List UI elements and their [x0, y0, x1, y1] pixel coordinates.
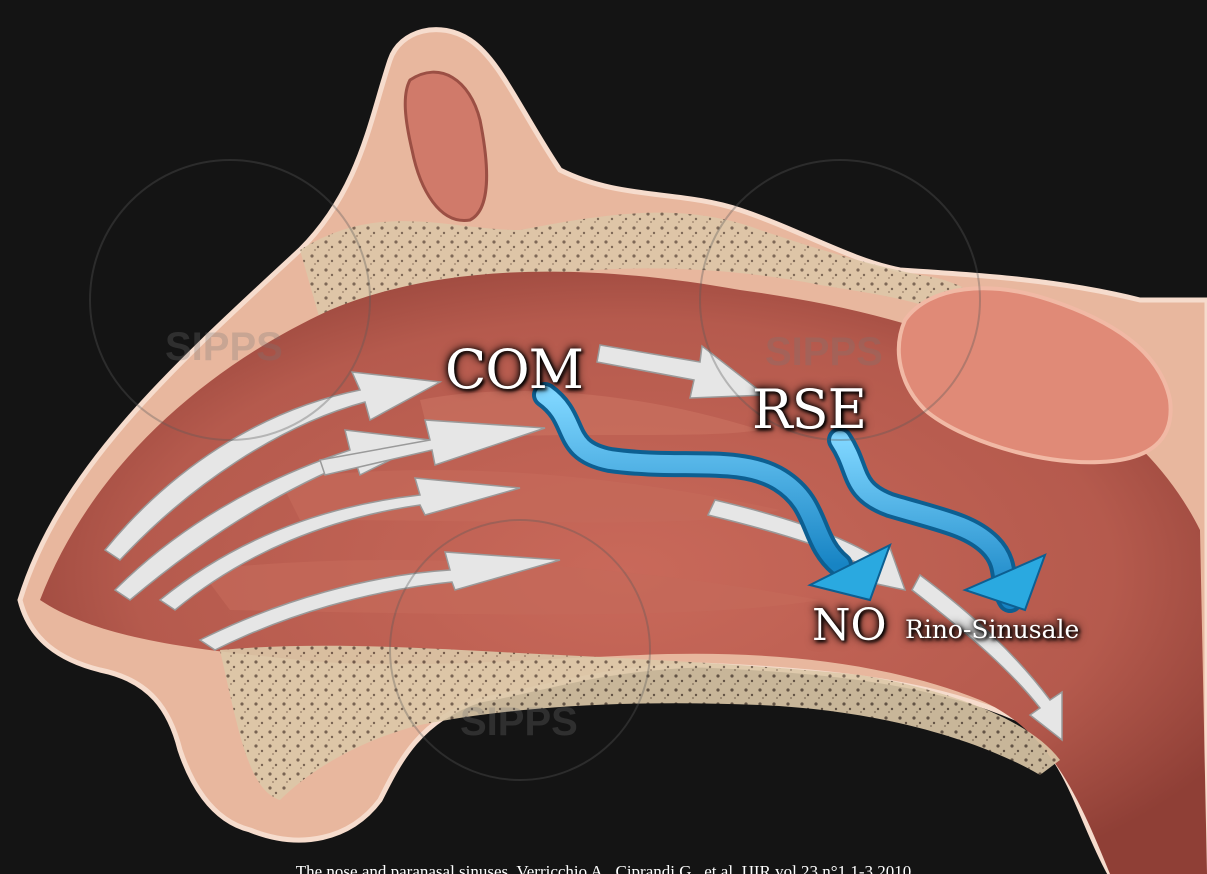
watermark-brand-left: SIPPS — [165, 325, 283, 370]
label-rse: RSE — [752, 378, 866, 441]
label-no: NO — [812, 600, 887, 651]
label-com: COM — [445, 338, 583, 401]
watermark-brand-center: SIPPS — [460, 700, 578, 745]
watermark-brand-right: SIPPS — [765, 330, 883, 375]
label-rino-sinusale: Rino-Sinusale — [905, 615, 1079, 644]
source-caption: The nose and paranasal sinuses. Verricch… — [0, 862, 1207, 874]
